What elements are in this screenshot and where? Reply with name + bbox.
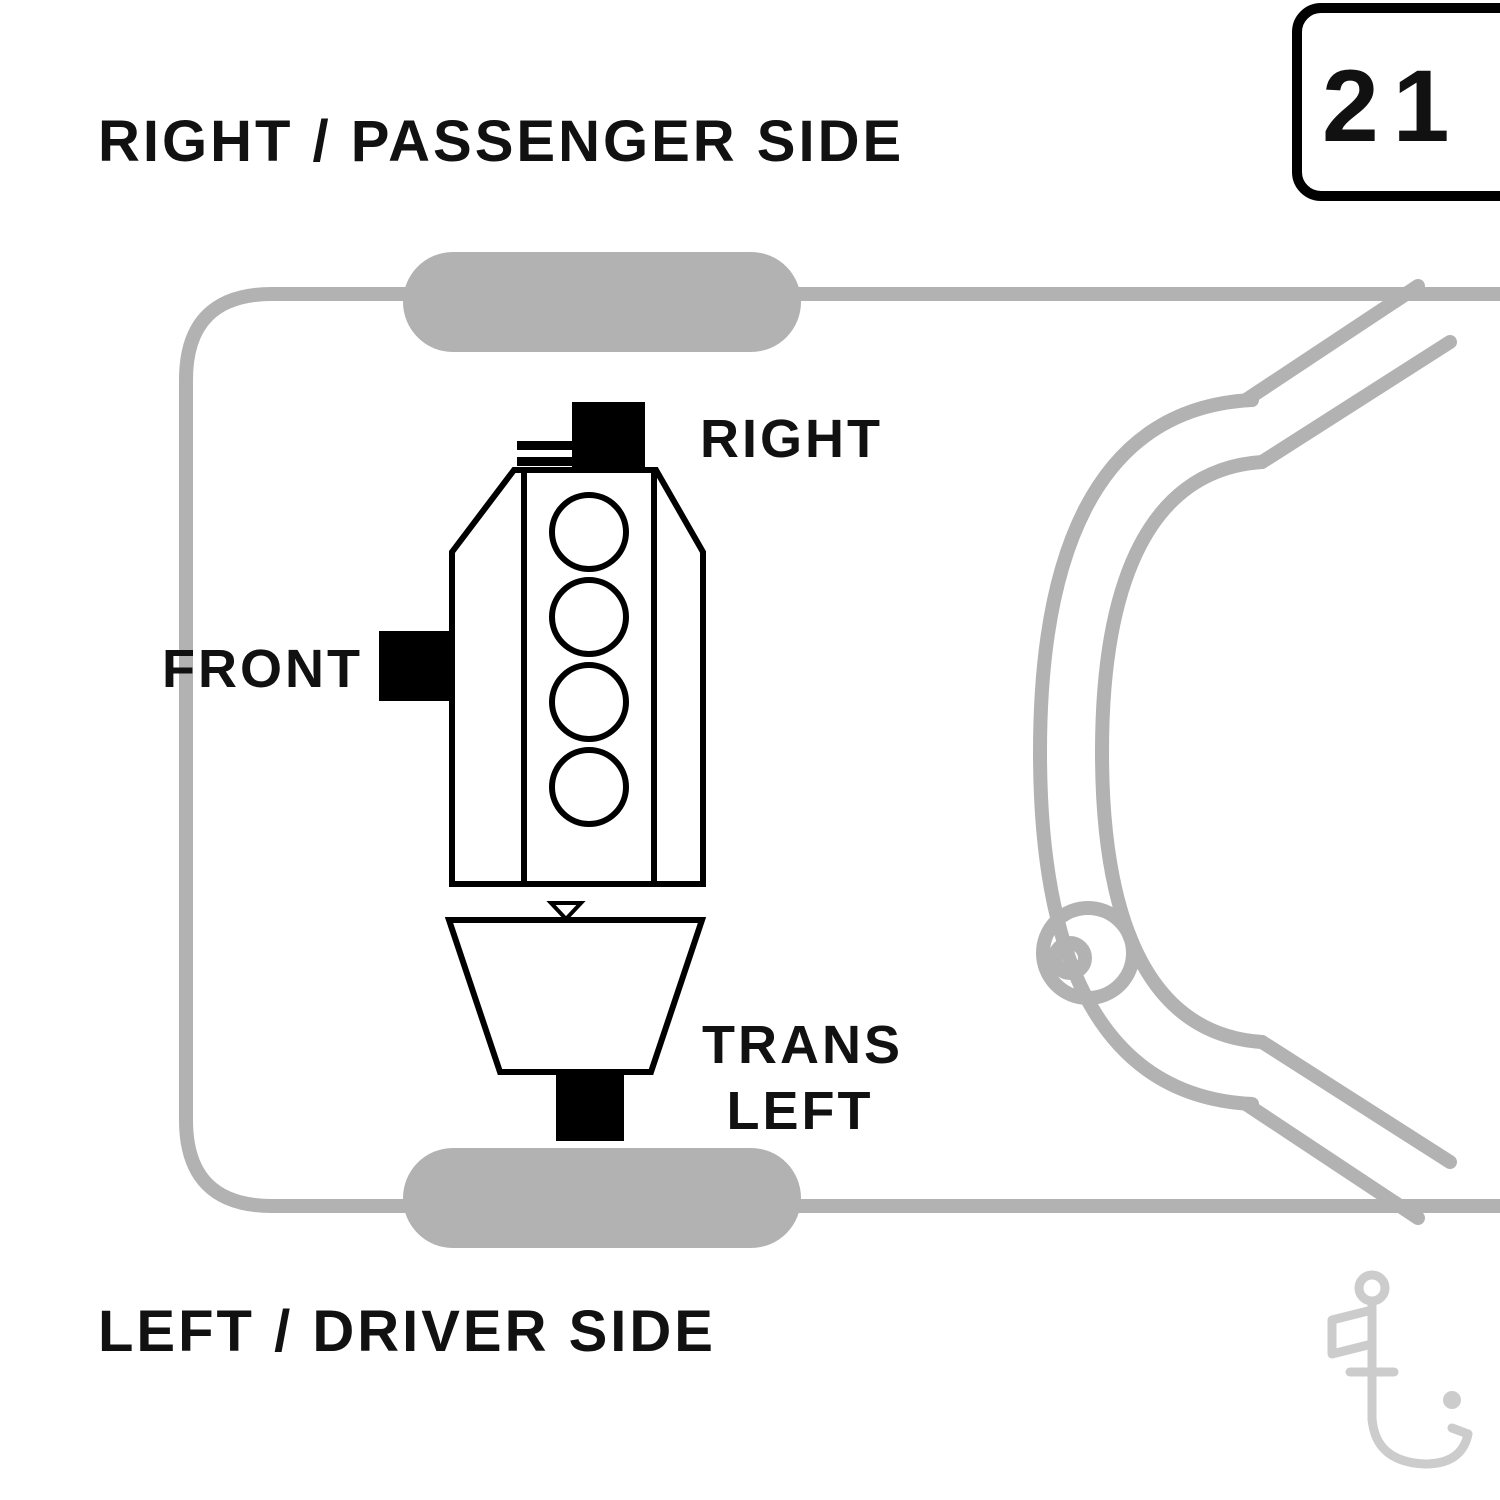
car-bumper-outline [179,287,437,1213]
windshield-inner-curve [1095,455,1269,1049]
right-mount-bolt-2 [517,457,573,466]
trans-filler-symbol [546,901,586,922]
cylinder-4 [549,747,629,827]
trans-mount-block [556,1075,624,1141]
right-mount-label: RIGHT [700,409,883,469]
watermark-hook [1367,1413,1473,1469]
a-pillar-top-line-2 [1255,335,1457,469]
watermark-flag [1327,1305,1377,1359]
right-mount-bolt-1 [517,441,573,450]
a-pillar-bottom-line-2 [1255,1035,1457,1169]
watermark-dot [1443,1391,1461,1409]
wheel-top [403,252,801,352]
header-left-driver-side: LEFT / DRIVER SIDE [98,1299,716,1364]
page-number: 21 [1322,49,1464,163]
front-mount-label: FRONT [162,639,363,699]
cylinder-3 [549,662,629,742]
right-mount-block [572,402,645,470]
cylinder-1 [549,492,629,572]
wheel-bottom [403,1148,801,1248]
trans-mount-label: TRANS LEFT [702,1012,903,1144]
steering-column-line [1039,948,1061,962]
transmission-housing [444,917,707,1075]
a-pillar-top-line-1 [1239,279,1425,407]
trans-mount-label-line1: TRANS [702,1015,903,1075]
trans-mount-label-line2: LEFT [726,1081,874,1141]
front-mount-block [379,631,449,701]
a-pillar-bottom-line-1 [1239,1097,1425,1225]
page-number-box [1292,3,1500,201]
windshield-outer-curve [1033,393,1259,1111]
header-right-passenger-side: RIGHT / PASSENGER SIDE [98,109,905,174]
cylinder-2 [549,577,629,657]
